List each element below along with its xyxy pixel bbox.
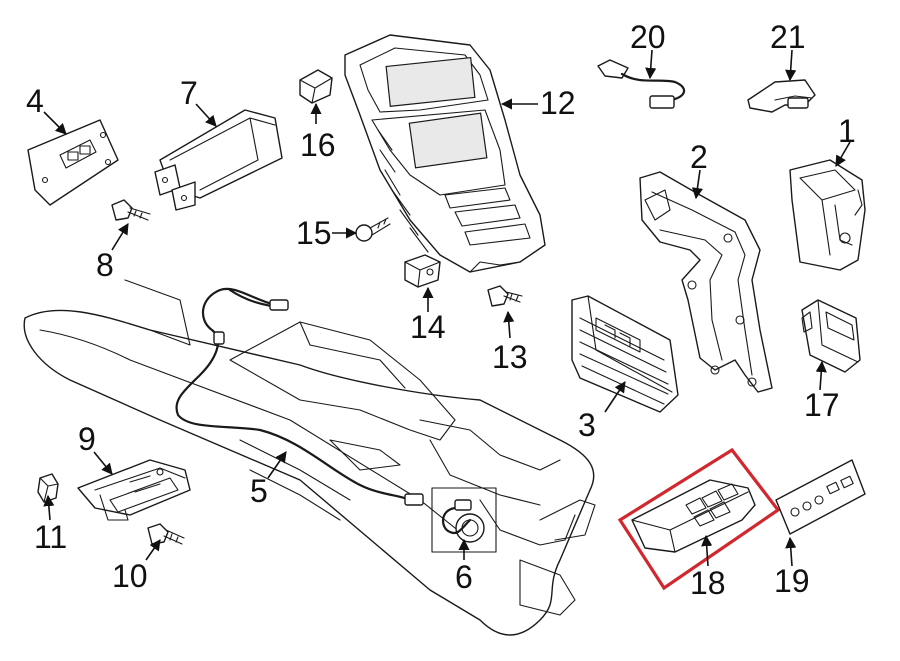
label-part-15: 15 <box>296 215 332 251</box>
part-20-harness <box>597 59 686 109</box>
part-12-bezel <box>344 34 546 273</box>
part-15-bolt <box>355 217 391 242</box>
part-1-cover <box>789 159 866 271</box>
label-part-19: 19 <box>774 563 810 599</box>
leader-lines <box>43 49 851 567</box>
part-4-module <box>27 119 119 206</box>
label-part-12: 12 <box>540 85 576 121</box>
part-16-clip <box>299 69 333 104</box>
part-14-clip <box>404 254 441 288</box>
label-part-4: 4 <box>26 83 44 119</box>
label-part-16: 16 <box>300 127 336 163</box>
label-part-9: 9 <box>78 421 96 457</box>
label-part-7: 7 <box>180 75 198 111</box>
part-19-plate <box>775 459 866 535</box>
part-18-module <box>631 479 756 553</box>
label-part-1: 1 <box>838 113 856 149</box>
part-21-clip <box>747 79 816 113</box>
label-part-6: 6 <box>455 559 473 595</box>
label-part-2: 2 <box>690 139 708 175</box>
label-part-11: 11 <box>34 519 67 555</box>
label-part-20: 20 <box>630 19 666 55</box>
part-2-bracket <box>639 171 773 393</box>
label-part-10: 10 <box>112 558 148 594</box>
label-part-18: 18 <box>690 565 726 601</box>
part-6-connector <box>431 487 497 553</box>
label-part-14: 14 <box>410 309 446 345</box>
part-13-bolt <box>487 285 523 307</box>
label-part-21: 21 <box>770 19 806 55</box>
part-9-bracket <box>77 459 191 521</box>
console-body <box>23 279 596 636</box>
part-7-module <box>154 109 283 211</box>
part-18-highlight-box <box>617 447 781 591</box>
label-part-13: 13 <box>492 339 528 375</box>
label-part-17: 17 <box>804 387 840 423</box>
part-5-harness <box>175 287 424 506</box>
label-part-8: 8 <box>96 247 114 283</box>
label-part-3: 3 <box>578 407 596 443</box>
callout-labels: 1 2 3 4 5 6 7 8 9 10 11 12 13 14 15 16 1… <box>26 19 856 601</box>
part-3-module <box>571 295 679 413</box>
part-8-bolt <box>111 199 151 221</box>
part-17-module <box>801 299 861 373</box>
label-part-5: 5 <box>250 473 268 509</box>
part-10-bolt <box>147 523 185 545</box>
